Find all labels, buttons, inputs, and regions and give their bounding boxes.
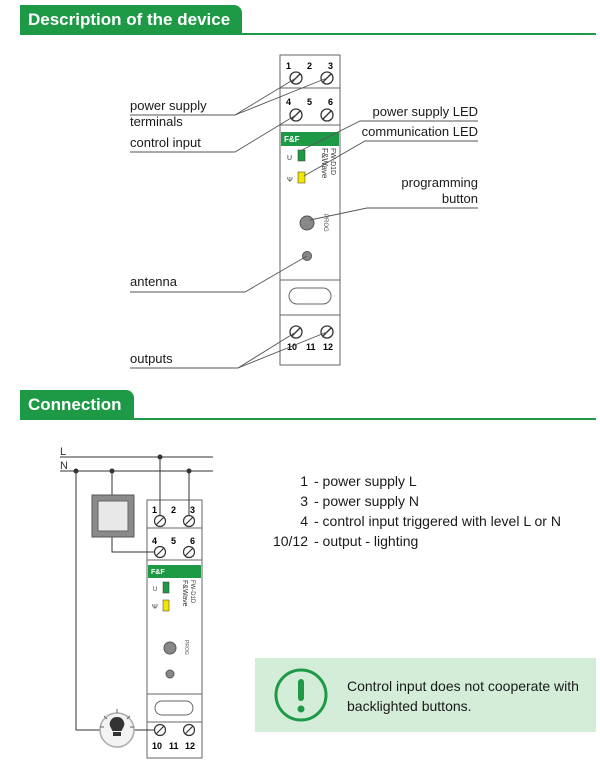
label-line: terminals <box>130 114 183 129</box>
legend-text: - power supply N <box>314 493 420 509</box>
warning-note: Control input does not cooperate with ba… <box>255 658 596 732</box>
device-body-connection <box>146 499 203 759</box>
section-rule <box>20 33 596 35</box>
led-u-label: U <box>287 155 292 162</box>
device-body <box>279 54 341 366</box>
junction-dot <box>186 468 192 474</box>
label-line: programming <box>401 175 478 190</box>
terminal-6: 6 <box>328 97 333 107</box>
brand-band <box>281 132 339 146</box>
terminal-6-connection: 6 <box>190 536 195 546</box>
terminal-4: 4 <box>286 97 291 107</box>
label-line: button <box>441 191 478 206</box>
note-text: Control input does not cooperate with ba… <box>347 678 579 714</box>
label-antenna: antenna <box>130 274 177 289</box>
push-button-switch <box>91 494 135 538</box>
label-programming-button: programming button <box>401 175 478 207</box>
terminal-5-connection: 5 <box>171 536 176 546</box>
section-title-description: Description of the device <box>20 5 243 35</box>
power-led <box>297 149 306 162</box>
terminal-1: 1 <box>286 61 291 71</box>
terminal-10-connection: 10 <box>152 741 162 751</box>
label-communication-led: communication LED <box>361 124 478 139</box>
terminal-screws-connection <box>153 514 196 737</box>
legend-num: 10/12 <box>272 533 308 549</box>
programming-button-connection <box>163 641 177 655</box>
exclamation-icon <box>274 668 328 722</box>
section-rule <box>20 418 596 420</box>
terminal-3-connection: 3 <box>190 505 195 515</box>
label-line: power supply <box>130 98 207 113</box>
antenna-dot-connection <box>165 669 175 679</box>
product-name: F&Wave <box>320 148 329 179</box>
prog-label: PROG <box>322 214 328 232</box>
section-header-connection: Connection <box>20 390 596 420</box>
legend-text: - control input triggered with level L o… <box>314 513 561 529</box>
legend-row: 3 - power supply N <box>248 493 419 509</box>
terminal-2: 2 <box>307 61 312 71</box>
terminal-2-connection: 2 <box>171 505 176 515</box>
device-description-diagram: F&F U Ψ F&Wave FW-D1D PROG 1 2 3 4 5 6 1… <box>130 54 478 369</box>
legend-num: 3 <box>300 493 308 509</box>
communication-led <box>297 171 306 184</box>
legend-row: 10/12 - output - lighting <box>248 533 418 549</box>
brand-band-connection <box>148 565 201 578</box>
legend-row: 1 - power supply L <box>248 473 417 489</box>
junction-dot <box>157 454 163 460</box>
section-header-description: Description of the device <box>20 5 596 35</box>
junction-dot <box>109 468 115 474</box>
leader-lines <box>130 77 478 369</box>
label-control-input: control input <box>130 135 201 150</box>
terminal-12: 12 <box>323 342 333 352</box>
line-L-label: L <box>60 446 66 458</box>
prog-label-connection: PROG <box>183 640 189 655</box>
model-label-connection: FW-D1D <box>189 580 195 604</box>
legend-num: 1 <box>300 473 308 489</box>
antenna-symbol-icon: Ψ <box>287 177 293 184</box>
terminal-11-connection: 11 <box>169 741 179 751</box>
legend-num: 4 <box>300 513 308 529</box>
terminal-10: 10 <box>287 342 297 352</box>
programming-button[interactable] <box>299 215 315 231</box>
label-outputs: outputs <box>130 351 173 366</box>
product-name-connection: F&Wave <box>181 580 188 607</box>
antenna-symbol-icon: Ψ <box>152 604 158 611</box>
label-power-supply-led: power supply LED <box>372 104 479 119</box>
junction-dot <box>73 468 79 474</box>
label-power-supply-terminals: power supply terminals <box>130 98 207 130</box>
terminal-12-connection: 12 <box>185 741 195 751</box>
section-title-connection: Connection <box>20 390 134 420</box>
terminal-1-connection: 1 <box>152 505 157 515</box>
line-N-label: N <box>60 460 68 472</box>
wiring-lines <box>75 457 190 731</box>
label-slot <box>288 287 332 305</box>
terminal-4-connection: 4 <box>152 536 157 546</box>
brand-logo: F&F <box>284 135 300 144</box>
legend-text: - power supply L <box>314 473 417 489</box>
brand-logo-connection: F&F <box>151 569 165 576</box>
terminal-11: 11 <box>306 342 316 352</box>
model-label: FW-D1D <box>329 148 336 175</box>
terminal-3: 3 <box>328 61 333 71</box>
terminal-5: 5 <box>307 97 312 107</box>
legend-text: - output - lighting <box>314 533 419 549</box>
legend-row: 4 - control input triggered with level L … <box>248 513 561 529</box>
light-bulb-icon <box>99 709 135 748</box>
power-led-connection <box>162 581 170 594</box>
led-u-label-connection: U <box>153 587 157 593</box>
communication-led-connection <box>162 599 170 612</box>
